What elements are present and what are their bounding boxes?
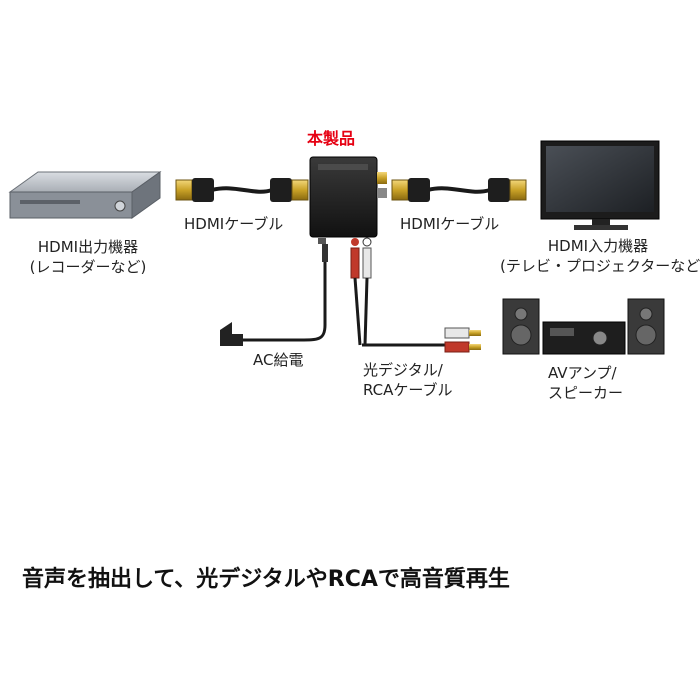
av-amp-speakers-icon bbox=[502, 298, 665, 355]
product-title: 本製品 bbox=[307, 129, 356, 148]
source-device-label: HDMI出力機器 (レコーダーなど) bbox=[12, 237, 164, 277]
hdmi-cable-right-label: HDMIケーブル bbox=[400, 215, 500, 233]
power-label: AC給電 bbox=[253, 351, 304, 369]
amp-label-line1: AVアンプ/ bbox=[548, 364, 617, 382]
display-device-name: HDMI入力機器 bbox=[547, 237, 649, 255]
hdmi-cable-right-icon bbox=[391, 178, 527, 202]
product-box-icon bbox=[309, 156, 387, 247]
audio-cable-icon bbox=[350, 247, 481, 353]
display-device-label: HDMI入力機器 (テレビ・プロジェクターなど) bbox=[500, 236, 700, 276]
source-device-name: HDMI出力機器 bbox=[37, 238, 139, 256]
amp-label-line2: スピーカー bbox=[548, 384, 624, 402]
audio-cable-line2: RCAケーブル bbox=[363, 381, 453, 399]
recorder-icon bbox=[8, 171, 162, 219]
audio-cable-line1: 光デジタル/ bbox=[363, 361, 443, 379]
display-device-note: (テレビ・プロジェクターなど) bbox=[500, 257, 700, 275]
television-icon bbox=[540, 140, 660, 230]
feature-caption: 音声を抽出して、光デジタルやRCAで高音質再生 bbox=[22, 567, 510, 592]
hdmi-cable-left-label: HDMIケーブル bbox=[184, 215, 284, 233]
audio-cable-label: 光デジタル/ RCAケーブル bbox=[363, 360, 453, 400]
power-cable-icon bbox=[220, 244, 328, 346]
amp-label: AVアンプ/ スピーカー bbox=[548, 363, 623, 403]
hdmi-cable-left-icon bbox=[175, 178, 309, 202]
source-device-note: (レコーダーなど) bbox=[29, 258, 147, 276]
